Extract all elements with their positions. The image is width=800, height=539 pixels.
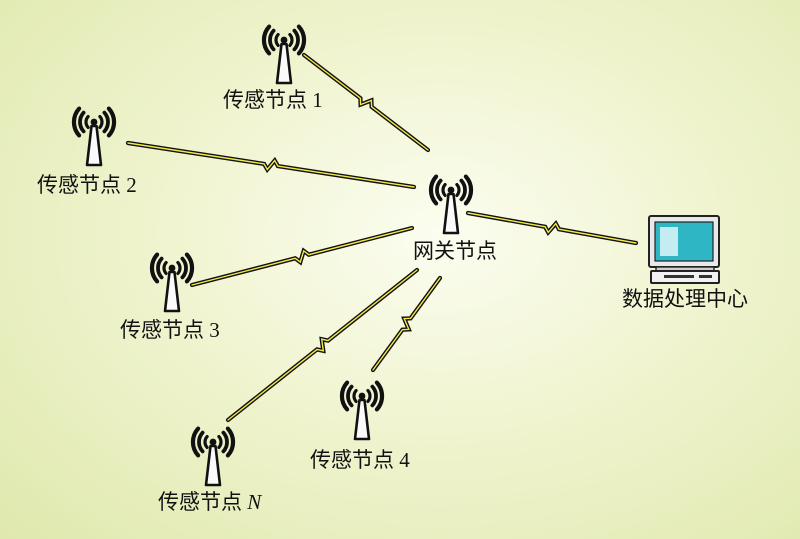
antenna-nodes — [71, 24, 474, 487]
gateway-node-label: 网关节点 — [413, 239, 497, 263]
data-center-label: 数据处理中心 — [622, 287, 748, 311]
computer-icon — [648, 215, 720, 284]
link-sensor-4 — [370, 275, 443, 373]
sensor-node-label-2: 传感节点 2 — [37, 173, 137, 197]
sensor-node-3-antenna — [149, 252, 195, 313]
wireless-links — [125, 52, 639, 423]
sensor-node-label-3: 传感节点 3 — [120, 318, 220, 342]
sensor-node-2-antenna — [71, 106, 117, 167]
link-sensor-2 — [125, 140, 417, 190]
link-sensor-1 — [301, 52, 431, 153]
link-sensor-n — [225, 267, 420, 423]
sensor-node-4-antenna — [339, 380, 385, 441]
sensor-node-label-n: 传感节点 N — [158, 490, 262, 514]
sensor-node-label-4: 传感节点 4 — [310, 448, 410, 472]
link-data-center — [465, 210, 639, 246]
link-sensor-3 — [189, 225, 415, 288]
sensor-node-1-antenna — [261, 24, 307, 85]
sensor-node-label-1: 传感节点 1 — [223, 88, 323, 112]
gateway-antenna — [428, 174, 474, 235]
sensor-node-n-antenna — [190, 426, 236, 487]
